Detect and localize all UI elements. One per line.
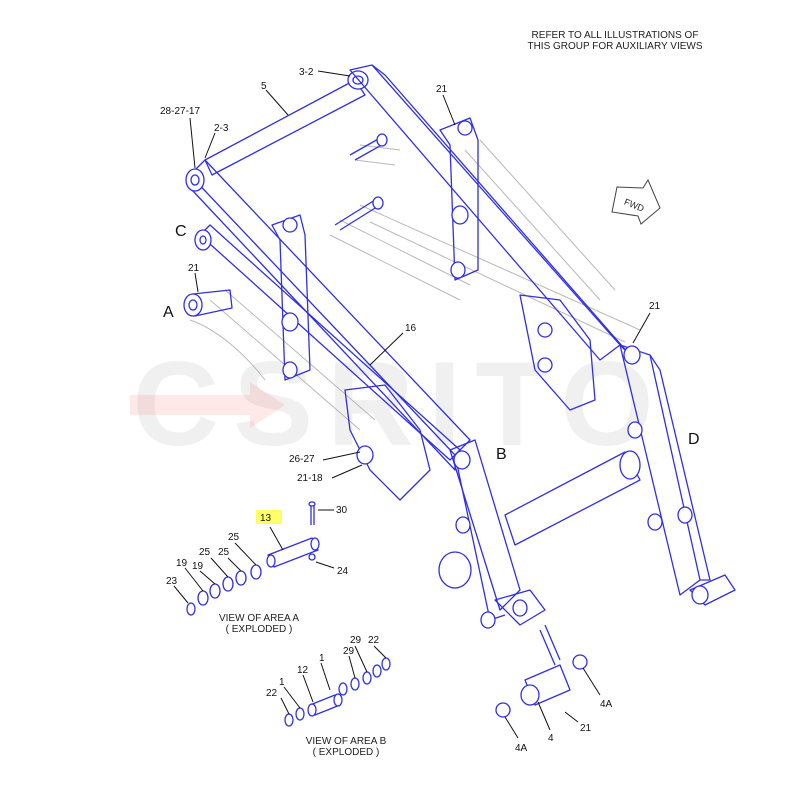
callout-2-3: 2-3 xyxy=(214,123,229,134)
callout-21-top: 21 xyxy=(436,84,448,95)
callout-1b: 1 xyxy=(279,677,285,688)
callout-29a: 29 xyxy=(350,635,362,646)
callout-26-27: 26-27 xyxy=(289,454,315,465)
callout-4A-b: 4A xyxy=(515,743,528,754)
note-line-1: REFER TO ALL ILLUSTRATIONS OF xyxy=(531,30,699,41)
callout-21-right: 21 xyxy=(649,301,661,312)
callout-21-left: 21 xyxy=(188,263,200,274)
callout-B: B xyxy=(496,446,507,463)
note-line-2: THIS GROUP FOR AUXILIARY VIEWS xyxy=(527,41,703,52)
callout-5: 5 xyxy=(261,81,267,92)
callout-C: C xyxy=(175,223,187,240)
callout-22b: 22 xyxy=(266,688,278,699)
callout-1a: 1 xyxy=(319,653,325,664)
callout-23: 23 xyxy=(166,576,178,587)
auxiliary-view-note: REFER TO ALL ILLUSTRATIONS OF THIS GROUP… xyxy=(500,30,730,52)
callout-D: D xyxy=(688,431,700,448)
loader-frame xyxy=(183,64,736,718)
callout-29b: 29 xyxy=(343,646,355,657)
callout-16: 16 xyxy=(405,323,417,334)
callout-25a: 25 xyxy=(228,532,240,543)
caption-area-b-1: VIEW OF AREA B xyxy=(306,736,387,747)
exploded-area-a xyxy=(186,501,320,616)
fwd-arrow-icon: FWD xyxy=(611,178,661,225)
callout-3-2: 3-2 xyxy=(299,67,314,78)
leader-lines xyxy=(173,70,651,739)
captions: VIEW OF AREA A ( EXPLODED ) VIEW OF AREA… xyxy=(219,613,387,758)
caption-area-a-2: ( EXPLODED ) xyxy=(226,624,293,635)
callout-19a: 19 xyxy=(176,558,188,569)
callout-22a: 22 xyxy=(368,635,380,646)
caption-area-b-2: ( EXPLODED ) xyxy=(313,747,380,758)
callout-25b: 25 xyxy=(199,547,211,558)
callout-30: 30 xyxy=(336,505,348,516)
callout-A: A xyxy=(163,304,174,321)
callout-4A-a: 4A xyxy=(600,699,613,710)
callout-21-18: 21-18 xyxy=(297,473,323,484)
callout-19b: 19 xyxy=(192,561,204,572)
callout-12: 12 xyxy=(297,665,309,676)
highlight-13 xyxy=(256,510,282,524)
ghost-components xyxy=(189,139,641,431)
callout-21-bottom: 21 xyxy=(580,723,592,734)
callout-13: 13 xyxy=(260,513,272,524)
callout-28-27-17: 28-27-17 xyxy=(160,106,200,117)
callout-25c: 25 xyxy=(218,547,230,558)
callout-24: 24 xyxy=(337,566,349,577)
exploded-area-b xyxy=(284,657,391,727)
caption-area-a-1: VIEW OF AREA A xyxy=(219,613,299,624)
watermark-arrow-icon xyxy=(130,382,285,428)
callout-4: 4 xyxy=(548,733,554,744)
callouts: 3-2 5 28-27-17 2-3 21 C 21 A 16 21 D 26-… xyxy=(160,67,700,754)
